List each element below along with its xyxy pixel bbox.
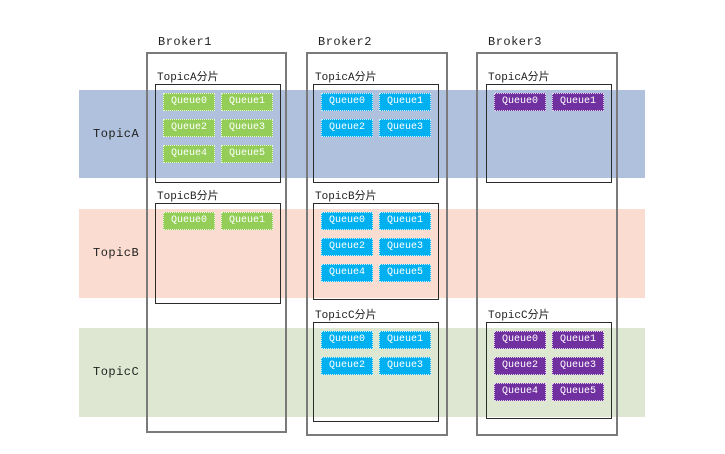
broker2-topica-shard-label: TopicA分片 (315, 72, 377, 84)
broker1-topicb-shard-label: TopicB分片 (157, 191, 219, 203)
queue-box: Queue2 (494, 357, 546, 375)
queue-box: Queue3 (552, 357, 604, 375)
queue-box: Queue2 (321, 357, 373, 375)
queue-box: Queue1 (552, 93, 604, 111)
queue-box: Queue3 (379, 119, 431, 137)
topic-a-label: TopicA (93, 127, 140, 141)
broker3-topica-shard-label: TopicA分片 (488, 72, 550, 84)
queue-box: Queue2 (321, 238, 373, 256)
broker2-topicb-shard-label: TopicB分片 (315, 191, 377, 203)
broker1-topicb-shard: Queue0 Queue1 (155, 203, 281, 304)
queue-box: Queue3 (221, 119, 273, 137)
queue-box: Queue0 (321, 331, 373, 349)
queue-box: Queue0 (163, 212, 215, 230)
topic-c-label: TopicC (93, 365, 140, 379)
broker3-box: TopicA分片 Queue0 Queue1 TopicC分片 Queue0 Q… (476, 52, 618, 436)
queue-box: Queue0 (494, 93, 546, 111)
queue-box: Queue4 (494, 383, 546, 401)
broker2-topicb-shard: Queue0 Queue1 Queue2 Queue3 Queue4 Queue… (313, 203, 439, 300)
queue-box: Queue0 (321, 212, 373, 230)
broker3-label: Broker3 (488, 35, 542, 49)
queue-box: Queue2 (321, 119, 373, 137)
queue-box: Queue2 (163, 119, 215, 137)
queue-box: Queue4 (321, 264, 373, 282)
queue-box: Queue3 (379, 357, 431, 375)
broker1-label: Broker1 (158, 35, 212, 49)
broker3-topica-shard: Queue0 Queue1 (486, 84, 612, 183)
queue-box: Queue5 (552, 383, 604, 401)
queue-box: Queue1 (552, 331, 604, 349)
queue-box: Queue1 (221, 212, 273, 230)
queue-box: Queue0 (163, 93, 215, 111)
broker1-box: TopicA分片 Queue0 Queue1 Queue2 Queue3 Que… (146, 52, 287, 433)
queue-box: Queue0 (494, 331, 546, 349)
broker1-topica-shard-label: TopicA分片 (157, 72, 219, 84)
broker2-box: TopicA分片 Queue0 Queue1 Queue2 Queue3 Top… (306, 52, 448, 436)
queue-box: Queue4 (163, 145, 215, 163)
broker1-topica-shard: Queue0 Queue1 Queue2 Queue3 Queue4 Queue… (155, 84, 281, 183)
queue-box: Queue1 (379, 331, 431, 349)
broker3-topicc-shard-label: TopicC分片 (488, 310, 550, 322)
broker2-label: Broker2 (318, 35, 372, 49)
queue-box: Queue5 (221, 145, 273, 163)
queue-box: Queue1 (379, 93, 431, 111)
topic-b-label: TopicB (93, 246, 140, 260)
broker2-topicc-shard-label: TopicC分片 (315, 310, 377, 322)
broker2-topicc-shard: Queue0 Queue1 Queue2 Queue3 (313, 322, 439, 422)
queue-box: Queue0 (321, 93, 373, 111)
queue-box: Queue1 (379, 212, 431, 230)
queue-box: Queue3 (379, 238, 431, 256)
queue-box: Queue1 (221, 93, 273, 111)
broker2-topica-shard: Queue0 Queue1 Queue2 Queue3 (313, 84, 439, 183)
queue-box: Queue5 (379, 264, 431, 282)
broker3-topicc-shard: Queue0 Queue1 Queue2 Queue3 Queue4 Queue… (486, 322, 612, 419)
